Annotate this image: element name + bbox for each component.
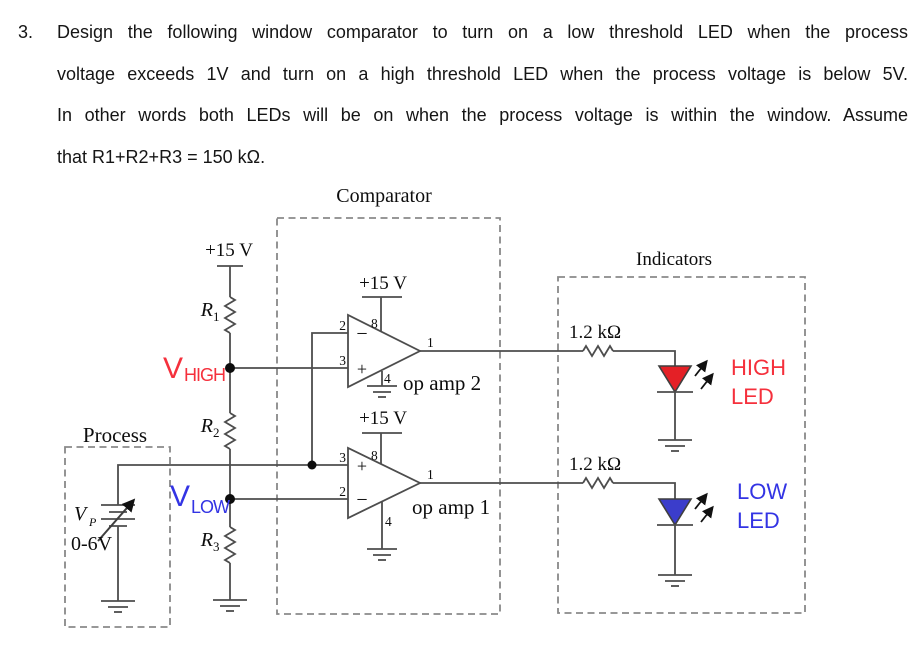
r3-sub: 3 [213,539,220,554]
opamp2-noninverting-sign: + [357,359,367,379]
low-led-symbol: LOW LED [657,479,787,533]
problem-text-line: voltage exceeds 1V and turn on a high th… [57,63,908,84]
opamp1-label: op amp 1 [412,495,490,519]
low-led-label-line2: LED [737,508,780,533]
resistor-r3-label: R 3 [200,529,220,554]
vlow-sub: LOW [191,497,230,517]
opamp2-pin-inverting: 2 [339,318,346,333]
opamp2-pin-ground: 4 [384,371,391,386]
wires [117,265,676,601]
problem-text: Design the following window comparator t… [57,12,908,178]
low-led-triangle [657,498,693,527]
opamp2: − + 2 3 8 4 1 op amp 2 +15 V [339,273,481,395]
vlow-base: V [170,480,190,513]
opamp1-pin-inverting: 2 [339,484,346,499]
opamp2-pin-supply: 8 [371,316,378,331]
problem-number: 3. [18,22,34,42]
wire [613,350,676,366]
junction-dot-process [307,460,317,470]
resistor-r1-label: R 1 [200,299,220,324]
process-source-label: V P [74,503,97,529]
opamp2-pin-output: 1 [427,335,434,350]
vhigh-label: V HIGH [163,352,226,385]
ground-icon [658,574,692,587]
comparator-box [276,217,501,615]
opamp1-pin-supply: 8 [371,448,378,463]
indicators-label: Indicators [636,249,712,270]
high-led-label-line2: LED [731,384,774,409]
problem-text-line: In other words both LEDs will be on when… [57,105,908,125]
opamp2-label: op amp 2 [403,371,481,395]
comparator-label: Comparator [336,185,432,207]
opamp1-supply-label: +15 V [359,408,407,429]
variable-arrow-icon [97,498,136,542]
opamp1-noninverting-sign: + [357,456,367,476]
opamp1: + − 3 2 8 4 1 op amp 1 +15 V [339,408,490,529]
rail-supply-label: +15 V [205,240,253,261]
ground-icon [367,385,397,398]
light-arrows-icon [694,359,714,390]
problem-text-line: that R1+R2+R3 = 150 kΩ. [57,146,266,167]
resistor-r2-symbol [223,412,237,450]
series-resistor-low-label: 1.2 kΩ [569,454,621,475]
r3-base: R [200,529,213,551]
resistor-r3-symbol [223,526,237,564]
opamp2-triangle [347,313,423,389]
opamp1-pin-output: 1 [427,467,434,482]
r2-sub: 2 [213,425,220,440]
vp-base: V [74,503,89,525]
high-led-symbol: HIGH LED [657,355,786,409]
vhigh-sub: HIGH [184,365,225,385]
series-resistor-high-label: 1.2 kΩ [569,322,621,343]
ground-icon [367,548,397,561]
ground-icon [213,599,247,612]
process-box [64,446,171,628]
vlow-label: V LOW [170,480,231,517]
wire-process-link [311,332,348,465]
high-led-triangle [657,365,693,394]
r1-sub: 1 [213,309,220,324]
process-range-label: 0-6V [71,533,113,555]
series-resistor-low-symbol [582,476,614,490]
variable-source-symbol [97,498,136,542]
resistor-r1-symbol [223,296,237,334]
opamp1-pin-noninverting: 3 [339,450,346,465]
indicators-box [557,276,806,614]
junction-dot-vhigh [225,363,235,373]
problem-text-line: Design the following window comparator t… [57,22,908,42]
opamp1-triangle [347,446,423,520]
wire-process [117,464,348,505]
opamp2-pin-noninverting: 3 [339,353,346,368]
junction-dot-vlow [225,494,235,504]
opamp2-inverting-sign: − [356,323,367,345]
light-arrows-icon [694,492,714,523]
high-led-label-line1: HIGH [731,355,786,380]
r1-base: R [200,299,213,321]
process-label: Process [83,423,147,447]
vhigh-base: V [163,352,183,385]
low-led-label-line1: LOW [737,479,787,504]
ground-icon [658,439,692,452]
problem-statement: 3. Design the following window comparato… [18,12,908,178]
r2-base: R [200,415,213,437]
vp-sub: P [88,515,97,529]
opamp1-inverting-sign: − [356,489,367,511]
opamp2-supply-label: +15 V [359,273,407,294]
wire [613,482,676,499]
series-resistor-high-symbol [582,344,614,358]
opamp1-pin-ground: 4 [385,514,392,529]
resistor-r2-label: R 2 [200,415,220,440]
ground-icon [101,600,135,613]
